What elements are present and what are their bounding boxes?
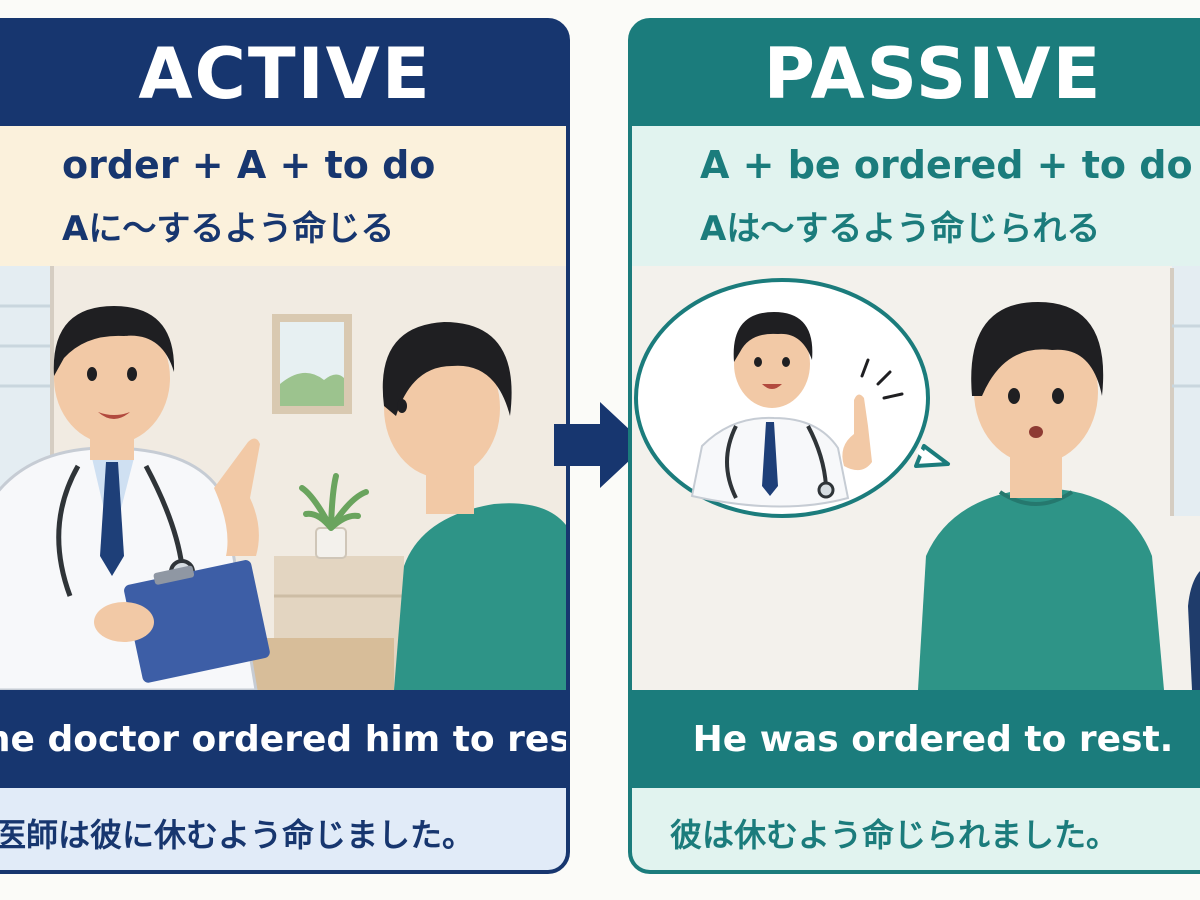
patient-figure — [918, 302, 1200, 690]
active-sentence-jp: 医師は彼に休むよう命じました。 — [0, 788, 566, 870]
active-formula: order + A + to do Aに〜するよう命じる — [0, 126, 566, 266]
active-formula-jp: Aに〜するよう命じる — [62, 208, 395, 249]
passive-sentence-en: He was ordered to rest. — [692, 718, 1174, 760]
patient-figure — [382, 322, 566, 690]
active-sentence-en: The doctor ordered him to rest. — [0, 718, 570, 760]
active-scene — [0, 266, 566, 690]
passive-formula-en: A + be ordered + to do — [700, 142, 1193, 187]
active-panel: ACTIVE order + A + to do Aに〜するよう命じる — [0, 18, 570, 874]
plant-icon — [299, 473, 369, 559]
passive-title: PASSIVE — [763, 33, 1103, 115]
right-arrow-icon — [554, 402, 646, 488]
passive-formula: A + be ordered + to do Aは〜するよう命じられる — [632, 126, 1200, 266]
passive-panel: PASSIVE A + be ordered + to do Aは〜するよう命じ… — [628, 18, 1200, 874]
active-title: ACTIVE — [138, 33, 432, 115]
doctor-in-bubble — [690, 312, 904, 508]
active-formula-en: order + A + to do — [62, 142, 436, 187]
passive-scene — [632, 266, 1200, 690]
wall-picture — [272, 314, 352, 414]
doctor-figure — [0, 306, 270, 690]
stethoscope-icon — [56, 464, 185, 597]
passive-sentence-jp: 彼は休むよう命じられました。 — [632, 788, 1200, 870]
window — [1170, 266, 1200, 516]
passive-formula-jp: Aは〜するよう命じられる — [700, 208, 1101, 249]
